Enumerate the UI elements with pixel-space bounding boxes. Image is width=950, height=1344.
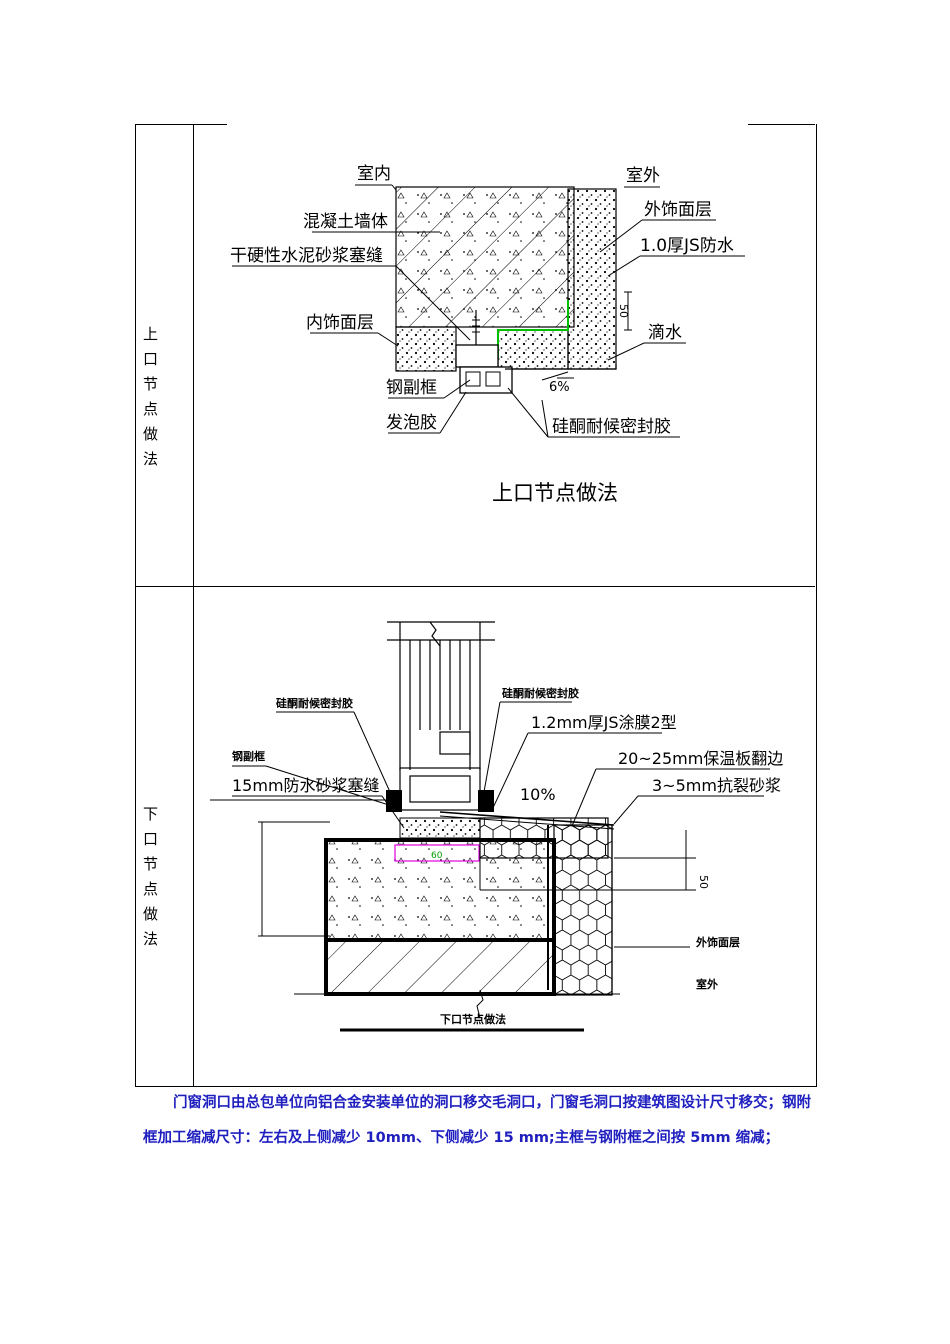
label-concrete-wall: 混凝土墙体	[303, 212, 388, 232]
label-drip: 滴水	[648, 323, 682, 343]
table-top-border-right	[748, 124, 815, 125]
sealant-right	[478, 790, 494, 812]
row-label-top: 上口节点做法	[143, 325, 167, 468]
steel-frame	[455, 310, 513, 394]
table-row-divider	[135, 586, 815, 587]
interior-finish-layer	[395, 326, 457, 372]
label-js-type2: 1.2mm厚JS涂膜2型	[531, 713, 677, 732]
exterior-soffit-layer	[497, 329, 569, 370]
sealant-left	[386, 790, 402, 812]
label-exterior-finish-bottom: 外饰面层	[695, 935, 740, 949]
label-sealant-left: 硅酮耐候密封胶	[276, 696, 353, 710]
table-top-border-left	[135, 124, 227, 125]
label-outdoor-bottom: 室外	[696, 977, 718, 991]
label-insulation-return: 20~25mm保温板翻边	[618, 749, 783, 768]
label-sealant-right: 硅酮耐候密封胶	[502, 686, 579, 700]
label-silicone-sealant: 硅酮耐候密封胶	[552, 417, 671, 437]
label-foam: 发泡胶	[386, 413, 437, 433]
bottom-dim-50: 50	[697, 875, 710, 889]
installation-note: 门窗洞口由总包单位向铝合金安装单位的洞口移交毛洞口，门窗毛洞口按建筑图设计尺寸移…	[143, 1086, 815, 1156]
row-label-bottom: 下口节点做法	[143, 805, 167, 948]
label-waterproof-mortar: 15mm防水砂浆塞缝	[232, 776, 380, 795]
right-dimensions	[479, 830, 696, 891]
exterior-finish-layer	[567, 188, 617, 370]
label-exterior-finish: 外饰面层	[644, 200, 712, 220]
insulation-return	[479, 817, 609, 859]
dim-60: 60	[431, 851, 443, 861]
top-leader-lines	[232, 184, 745, 438]
note-text: 门窗洞口由总包单位向铝合金安装单位的洞口移交毛洞口，门窗毛洞口按建筑图设计尺寸移…	[143, 1095, 811, 1146]
mortar-bed	[399, 817, 481, 839]
magenta-dimension-box	[394, 844, 480, 862]
waterproof-line	[497, 300, 569, 358]
bottom-leader-lines	[232, 701, 770, 948]
label-crack-mortar: 3~5mm抗裂砂浆	[652, 776, 781, 795]
top-drawing-title: 上口节点做法	[492, 481, 618, 505]
left-dimensions	[210, 799, 386, 937]
label-indoor: 室内	[357, 164, 391, 184]
window-frame-section	[387, 621, 495, 811]
label-js-waterproof: 1.0厚JS防水	[640, 236, 734, 256]
detail-table	[135, 124, 817, 1087]
concrete-wall	[395, 186, 575, 328]
label-outdoor: 室外	[626, 166, 660, 186]
label-steel-frame: 钢副框	[386, 378, 437, 398]
label-mortar-fill: 干硬性水泥砂浆塞缝	[230, 246, 383, 266]
top-dim-50: 50	[617, 304, 630, 318]
label-slope-6: 6%	[549, 380, 570, 395]
label-interior-finish: 内饰面层	[306, 313, 374, 333]
bottom-drawing-title: 下口节点做法	[440, 1012, 506, 1026]
table-column-divider	[193, 124, 194, 1086]
wall-base	[324, 938, 556, 996]
label-steel-frame-bottom: 钢副框	[232, 749, 265, 763]
label-slope-10: 10%	[520, 785, 556, 804]
